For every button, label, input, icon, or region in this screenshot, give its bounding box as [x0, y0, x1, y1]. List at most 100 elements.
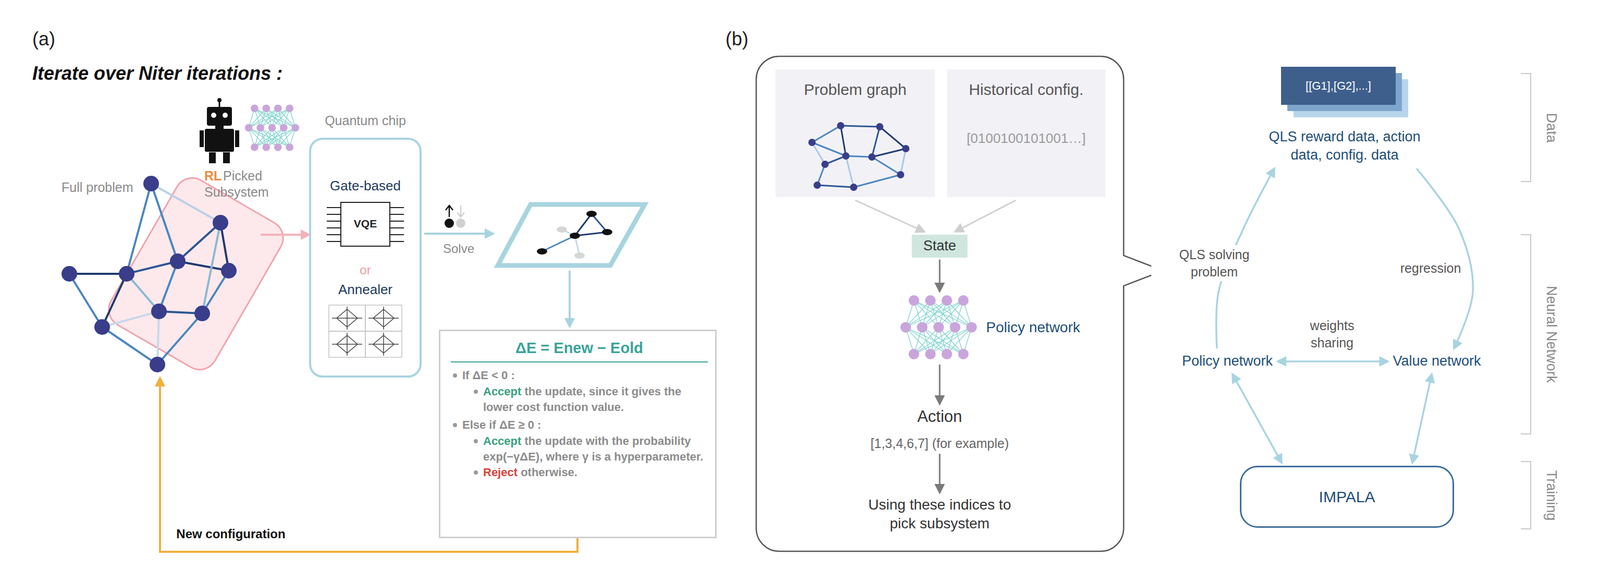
network-link [946, 327, 972, 354]
graph-edge [126, 183, 152, 274]
connector [855, 200, 925, 232]
network-neuron [250, 104, 259, 113]
acceptance-rule-box: ΔE = Enew − EoldIf ΔE < 0 :Accept the up… [438, 329, 717, 538]
graph-vertex [118, 265, 135, 282]
rl-network-icon [244, 104, 300, 151]
problem-graph-illustration [775, 105, 935, 195]
network-neuron [925, 294, 936, 306]
graph-vertex [212, 214, 229, 231]
graph-edge [69, 272, 127, 275]
connector [939, 259, 941, 291]
graph-edge [69, 273, 103, 327]
robot-part [235, 130, 240, 147]
connector [1232, 374, 1282, 463]
graph-edge [871, 148, 906, 157]
solution-edge [542, 235, 575, 252]
robot-part [206, 106, 232, 126]
graph-edge [126, 261, 178, 274]
chip-pin [326, 240, 404, 242]
network-neuron [908, 348, 919, 360]
network-neuron [900, 321, 912, 332]
graph-edge [811, 142, 846, 156]
subsystem-caption: Picked Subsystem [204, 167, 291, 201]
chip-pin [326, 213, 404, 215]
graph-vertex [837, 121, 845, 130]
edge-label: New configuration [173, 524, 289, 543]
solution-vertex [536, 248, 548, 255]
graph-vertex [149, 356, 166, 373]
solution-vertex [574, 252, 585, 259]
solution-plane [497, 204, 645, 266]
graph-vertex [151, 303, 167, 319]
data-stack: [[G1],[G2],...] QLS reward data, action d… [1253, 66, 1436, 165]
graph-vertex [808, 138, 816, 146]
node-text: or [359, 262, 371, 278]
section-bracket [1520, 73, 1531, 182]
section-label: Neural Network [1542, 285, 1560, 383]
network-link [277, 127, 296, 147]
network-neuron [250, 143, 259, 152]
network-neuron [957, 348, 969, 360]
policy-network-label: Policy network [1182, 352, 1273, 371]
node-text: Reject otherwise. [483, 464, 708, 480]
network-link [272, 108, 290, 128]
graph-edge [157, 313, 203, 365]
spin-arrow [457, 205, 465, 217]
connector [955, 200, 1016, 232]
solve-label: Solve [442, 240, 475, 257]
annealer-qubit [331, 332, 363, 356]
problem-graph-box: Problem graph [775, 69, 935, 198]
annealer-cell [328, 330, 366, 358]
node-text: Accept the update with the probability e… [483, 433, 708, 465]
chip-pin [326, 220, 404, 222]
robot-part [223, 152, 230, 164]
graph-edge [158, 261, 178, 312]
solution-vertex [601, 228, 613, 236]
node-text: [[G1],[G2],...] [1281, 66, 1396, 105]
graph-edge [879, 126, 906, 149]
graph-vertex [842, 152, 850, 160]
node-text: Policy network [986, 317, 1081, 337]
graph-edge [811, 125, 841, 143]
state-box: State [911, 234, 968, 258]
node-text: IMPALA [1319, 486, 1376, 507]
text-run: otherwise. [517, 465, 578, 479]
panel-letter: (b) [725, 27, 749, 51]
connector [1416, 168, 1473, 349]
chip-pin [326, 206, 404, 208]
solution-edge [574, 213, 592, 236]
graph-vertex [813, 181, 821, 189]
spin-down [456, 218, 466, 228]
loop-heading: Iterate over Niter iterations : [32, 61, 283, 85]
graph-vertex [876, 122, 884, 131]
action-text: Action[1,3,4,6,7] (for example) [870, 406, 1009, 452]
graph-edge [871, 156, 901, 175]
policy-network-icon [897, 291, 980, 363]
network-neuron [957, 294, 969, 306]
chip-pin [326, 227, 404, 229]
network-neuron [262, 104, 270, 113]
graph-edge [817, 185, 854, 188]
node-text: QLS reward data, action data, config. da… [1253, 127, 1436, 165]
node-text: Policy network [1182, 352, 1273, 371]
graph-vertex [61, 265, 78, 282]
robot-part [215, 125, 224, 129]
annealer-cell [365, 330, 402, 358]
node-text: [0100100101001…] [946, 129, 1106, 147]
edge-label: regression [1397, 258, 1465, 278]
graph-edge [202, 222, 221, 314]
annealer-cell [328, 304, 366, 331]
history-config-box: Historical config.[0100100101001…] [946, 69, 1106, 198]
subsystem-region [102, 171, 290, 376]
robot-part [208, 152, 216, 164]
spin-up [444, 218, 454, 228]
graph-edge [102, 326, 158, 365]
graph-edge [840, 125, 880, 127]
graph-edge [871, 126, 880, 157]
annealer-cell [365, 304, 402, 331]
solution-vertex [556, 226, 568, 233]
connector [1277, 360, 1388, 363]
network-neuron [291, 124, 300, 132]
solution-vertex [586, 210, 597, 217]
